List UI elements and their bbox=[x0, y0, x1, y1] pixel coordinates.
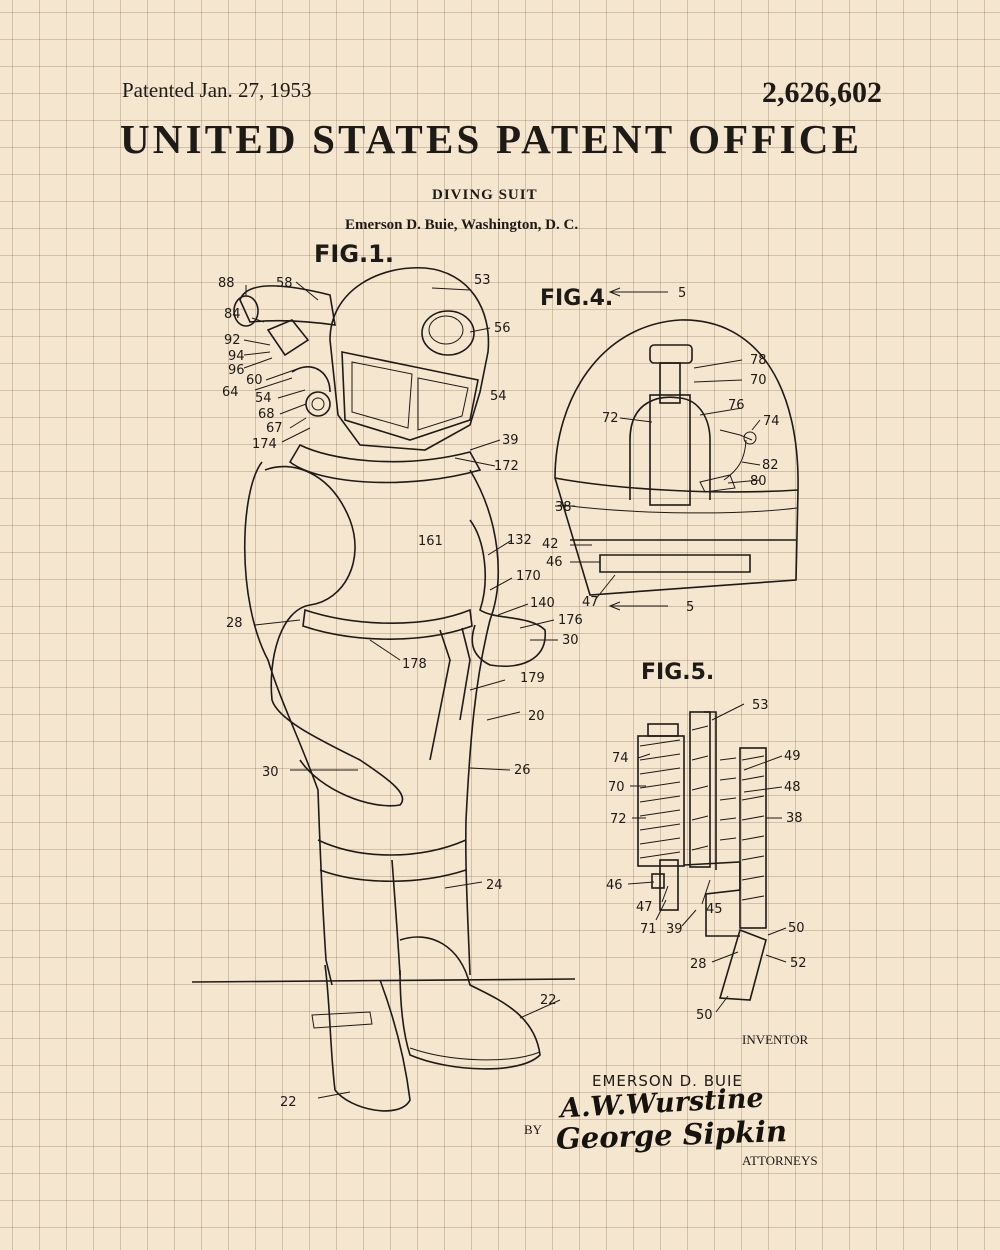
figure-4-drawing: 5 78 70 76 74 72 82 80 38 bbox=[542, 286, 799, 615]
ref-label: 5 bbox=[686, 600, 694, 615]
ref-label: 50 bbox=[788, 921, 805, 936]
ref-label: 176 bbox=[558, 613, 583, 628]
ref-label: 92 bbox=[224, 333, 241, 348]
ref-label: 68 bbox=[258, 407, 275, 422]
diver-figure: 53 58 88 84 92 94 96 56 60 64 54 54 68 6… bbox=[191, 267, 583, 1112]
ref-label: 58 bbox=[276, 276, 293, 291]
invention-title: DIVING SUIT bbox=[432, 187, 538, 203]
ref-label: 53 bbox=[474, 273, 491, 288]
ref-label: 52 bbox=[790, 956, 807, 971]
inventor-label: INVENTOR bbox=[742, 1032, 809, 1047]
ref-label: 74 bbox=[763, 414, 780, 429]
ref-label: 54 bbox=[255, 391, 272, 406]
ref-label: 46 bbox=[546, 555, 563, 570]
ref-label: 132 bbox=[507, 533, 532, 548]
ref-label: 64 bbox=[222, 385, 239, 400]
ref-label: 24 bbox=[486, 878, 503, 893]
ref-label: 28 bbox=[226, 616, 243, 631]
office-title: UNITED STATES PATENT OFFICE bbox=[120, 116, 863, 162]
ref-label: 76 bbox=[728, 398, 745, 413]
ref-label: 94 bbox=[228, 349, 245, 364]
ref-label: 42 bbox=[542, 537, 559, 552]
ref-label: 72 bbox=[602, 411, 619, 426]
ref-label: 39 bbox=[666, 922, 683, 937]
ref-label: 178 bbox=[402, 657, 427, 672]
ref-label: 50 bbox=[696, 1008, 713, 1023]
figure-1-label: FIG.1. bbox=[314, 240, 394, 268]
ref-label: 140 bbox=[530, 596, 555, 611]
ref-label: 39 bbox=[502, 433, 519, 448]
ref-label: 22 bbox=[540, 993, 557, 1008]
inventor-name: EMERSON D. BUIE bbox=[592, 1072, 743, 1090]
ref-label: 60 bbox=[246, 373, 263, 388]
ref-label: 70 bbox=[750, 373, 767, 388]
ref-label: 53 bbox=[752, 698, 769, 713]
figure-5-label: FIG.5. bbox=[641, 660, 715, 685]
ref-label: 56 bbox=[494, 321, 511, 336]
ref-label: 46 bbox=[606, 878, 623, 893]
ref-label: 174 bbox=[252, 437, 277, 452]
ref-label: 38 bbox=[555, 500, 572, 515]
ref-label: 49 bbox=[784, 749, 801, 764]
ref-label: 170 bbox=[516, 569, 541, 584]
ref-label: 28 bbox=[690, 957, 707, 972]
ref-label: 67 bbox=[266, 421, 283, 436]
ref-label: 72 bbox=[610, 812, 627, 827]
attorneys-label: ATTORNEYS bbox=[742, 1153, 818, 1168]
ref-label: 54 bbox=[490, 389, 507, 404]
ref-label: 22 bbox=[280, 1095, 297, 1110]
ref-label: 38 bbox=[786, 811, 803, 826]
ref-label: 80 bbox=[750, 474, 767, 489]
ref-label: 179 bbox=[520, 671, 545, 686]
ref-label: 78 bbox=[750, 353, 767, 368]
ref-label: 20 bbox=[528, 709, 545, 724]
figure-4-label: FIG.4. bbox=[540, 286, 614, 311]
ref-label: 74 bbox=[612, 751, 629, 766]
by-label: BY bbox=[524, 1122, 543, 1137]
ref-label: 30 bbox=[262, 765, 279, 780]
ref-label: 96 bbox=[228, 363, 245, 378]
patented-date: Patented Jan. 27, 1953 bbox=[122, 78, 312, 102]
ref-label: 172 bbox=[494, 459, 519, 474]
ref-label: 161 bbox=[418, 534, 443, 549]
ref-label: 84 bbox=[224, 307, 241, 322]
ref-label: 26 bbox=[514, 763, 531, 778]
ref-label: 82 bbox=[762, 458, 779, 473]
inventor-line: Emerson D. Buie, Washington, D. C. bbox=[345, 217, 579, 233]
ref-label: 45 bbox=[706, 902, 723, 917]
ref-label: 5 bbox=[678, 286, 686, 301]
ref-label: 71 bbox=[640, 922, 657, 937]
ref-label: 70 bbox=[608, 780, 625, 795]
figure-5-drawing: 53 49 74 48 70 72 38 46 47 45 71 39 50 2… bbox=[606, 698, 807, 1023]
ref-label: 47 bbox=[582, 595, 599, 610]
ref-label: 30 bbox=[562, 633, 579, 648]
ref-label: 47 bbox=[636, 900, 653, 915]
ref-label: 48 bbox=[784, 780, 801, 795]
patent-number: 2,626,602 bbox=[762, 76, 882, 109]
ref-label: 88 bbox=[218, 276, 235, 291]
